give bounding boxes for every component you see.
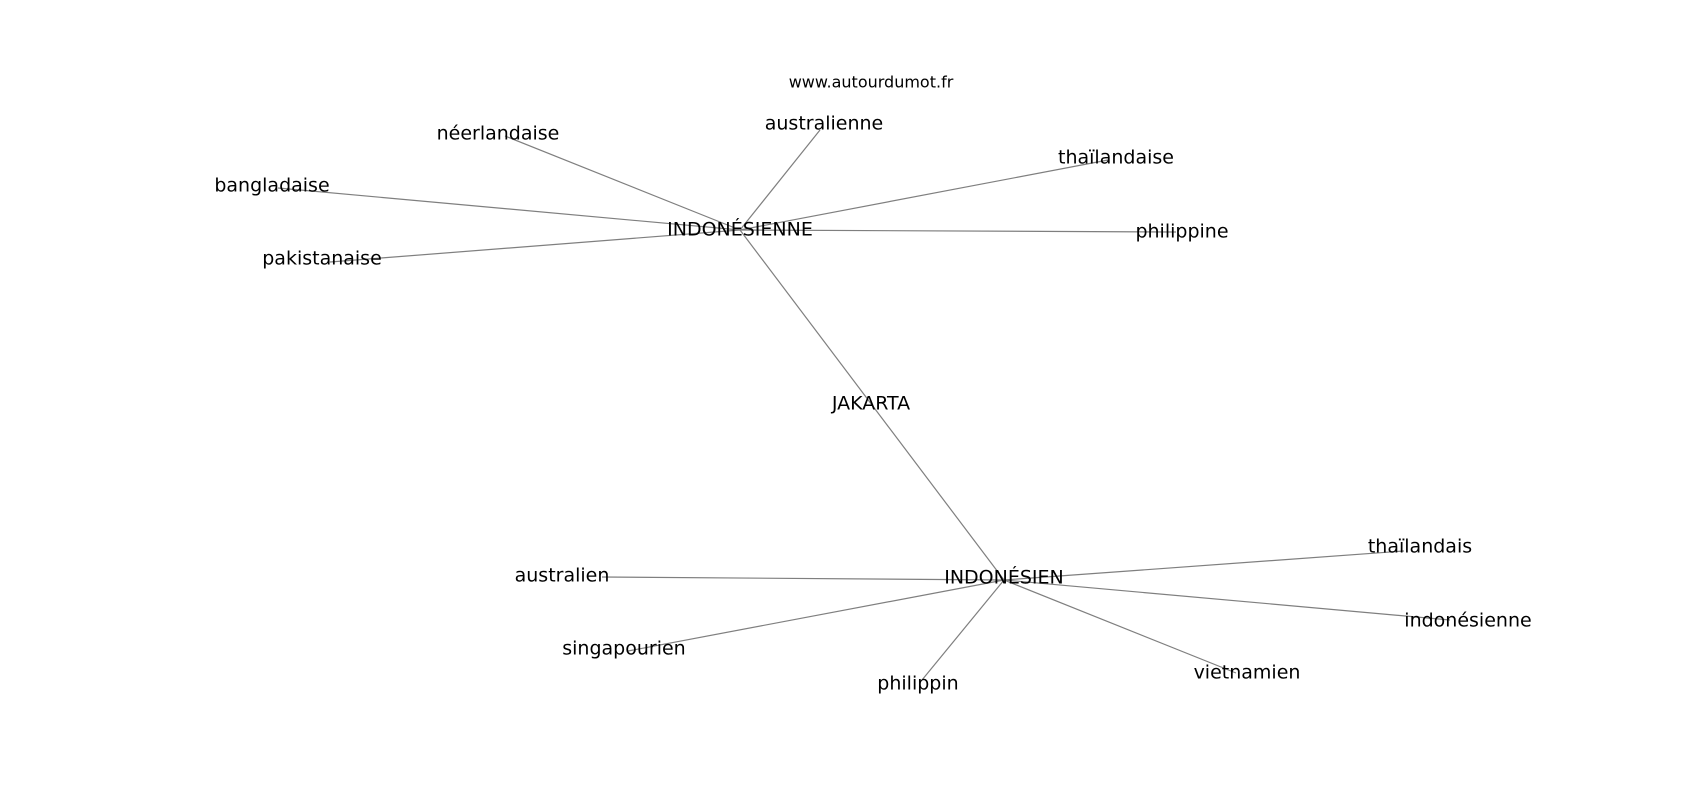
graph-edges: [277, 129, 1451, 681]
graph-nodes: INDONÉSIENNE INDONÉSIEN JAKARTA néerlandais…: [214, 113, 1531, 695]
node-australienne: australienne: [765, 113, 884, 135]
node-indonesien_hub: INDONÉSIEN: [944, 566, 1064, 589]
edge-indonesien_hub-vietnamien: [1003, 579, 1237, 674]
edge-indonesienne_hub-indonesien_hub: [739, 229, 1005, 581]
node-thailandaise: thaïlandaise: [1058, 147, 1174, 169]
node-jakarta: JAKARTA: [831, 393, 910, 415]
node-australien: australien: [515, 565, 610, 587]
edge-indonesien_hub-thailandais: [1003, 550, 1405, 581]
node-vietnamien: vietnamien: [1194, 662, 1301, 684]
edge-indonesienne_hub-australienne: [739, 129, 821, 231]
site-url-label: www.autourdumot.fr: [789, 73, 954, 92]
edge-indonesienne_hub-philippine: [739, 229, 1177, 233]
node-philippin: philippin: [877, 673, 958, 695]
edge-indonesien_hub-australien: [601, 576, 1005, 581]
edge-indonesien_hub-indonesienne: [1003, 579, 1451, 621]
edge-indonesienne_hub-thailandaise: [739, 159, 1109, 231]
node-pakistanaise: pakistanaise: [262, 248, 382, 270]
node-singapourien: singapourien: [562, 638, 685, 660]
node-neerlandaise: néerlandaise: [437, 123, 560, 145]
edge-indonesienne_hub-bangladaise: [277, 187, 741, 231]
edge-indonesienne_hub-pakistanaise: [329, 229, 741, 263]
edge-indonesien_hub-philippin: [921, 579, 1005, 681]
node-philippine: philippine: [1135, 221, 1228, 243]
node-thailandais: thaïlandais: [1368, 536, 1472, 558]
edge-indonesien_hub-singapourien: [627, 579, 1005, 652]
node-indonesienne: indonésienne: [1404, 610, 1531, 632]
edge-indonesienne_hub-neerlandaise: [504, 135, 741, 231]
node-bangladaise: bangladaise: [214, 175, 329, 197]
node-indonesienne_hub: INDONÉSIENNE: [667, 218, 813, 241]
